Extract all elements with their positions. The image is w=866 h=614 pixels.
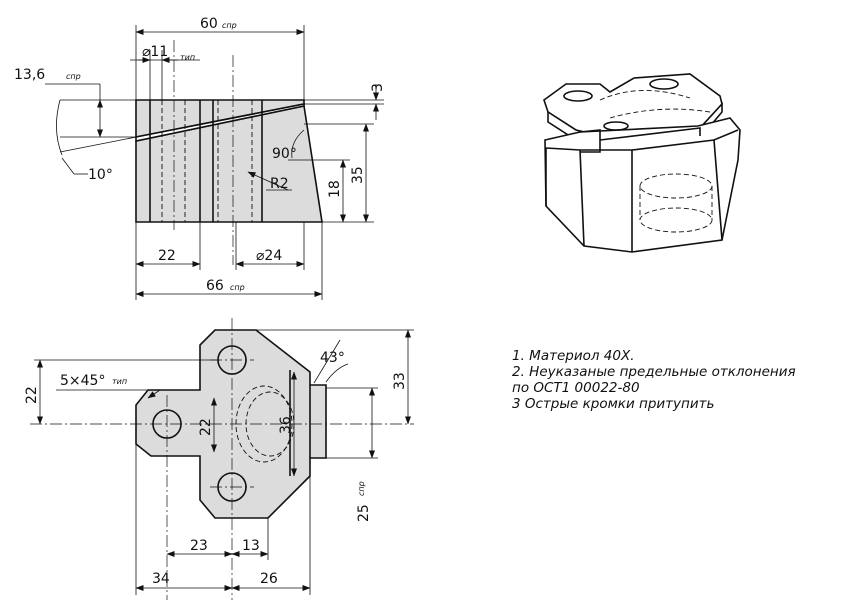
plan-dim-angle: 43° [320,350,345,366]
dim-overall-width: 66 [206,278,224,294]
plan-dim-inner-22: 22 [198,418,214,436]
note-3: 3 Острые кромки притупить [512,396,715,412]
dim-total-width-suffix: спр [222,21,237,30]
dim-hole-diameter-suffix: тип [180,53,195,62]
dim-total-width: 60 [200,16,218,32]
drawing-notes: 1. Материол 40Х. 2. Неуказаные предельны… [512,348,852,412]
dim-hole-diameter: ⌀11 [142,44,168,60]
plan-dim-bottom-25: 25 [356,504,372,522]
plan-dim-span-26: 26 [260,571,278,587]
plan-dim-span-23: 23 [190,538,208,554]
dim-height-35: 35 [350,166,366,184]
plan-view: 22 5×45° тип 43° 33 22 36 25 спр 23 13 [24,318,414,600]
note-2: 2. Неуказаные предельные отклонения [512,364,796,380]
dim-bore-diameter: ⌀24 [256,248,282,264]
top-view: 60 спр ⌀11 тип 13,6 спр 10° 3 35 18 [14,16,386,300]
plan-dim-height-total: 33 [392,372,408,390]
iso-hole-mid [603,121,629,131]
plan-dim-chamfer-suffix: тип [112,377,127,386]
dim-radius: R2 [270,176,289,192]
dim-angle-90: 90° [272,146,297,162]
dim-height-18: 18 [327,180,343,198]
plan-dim-bottom-25-suffix: спр [357,481,366,496]
dim-top-gap: 3 [370,83,386,92]
iso-hole-right [649,78,679,90]
dim-left-offset: 13,6 [14,67,45,83]
plan-dim-span-13: 13 [242,538,260,554]
dim-angle-10: 10° [88,167,113,183]
plan-dim-chamfer: 5×45° [60,373,105,389]
note-2-cont: по ОСТ1 00022-80 [512,380,640,396]
iso-lower-block [544,117,741,253]
iso-hole-left [563,90,593,102]
plan-dim-span-34: 34 [152,571,170,587]
note-1: 1. Материол 40Х. [512,348,635,364]
dim-left-width: 22 [158,248,176,264]
plan-dim-inner-36: 36 [278,416,294,434]
dim-overall-width-suffix: спр [230,283,245,292]
isometric-view [543,73,741,253]
dim-left-offset-suffix: спр [66,72,81,81]
plan-dim-height-left: 22 [24,386,40,404]
